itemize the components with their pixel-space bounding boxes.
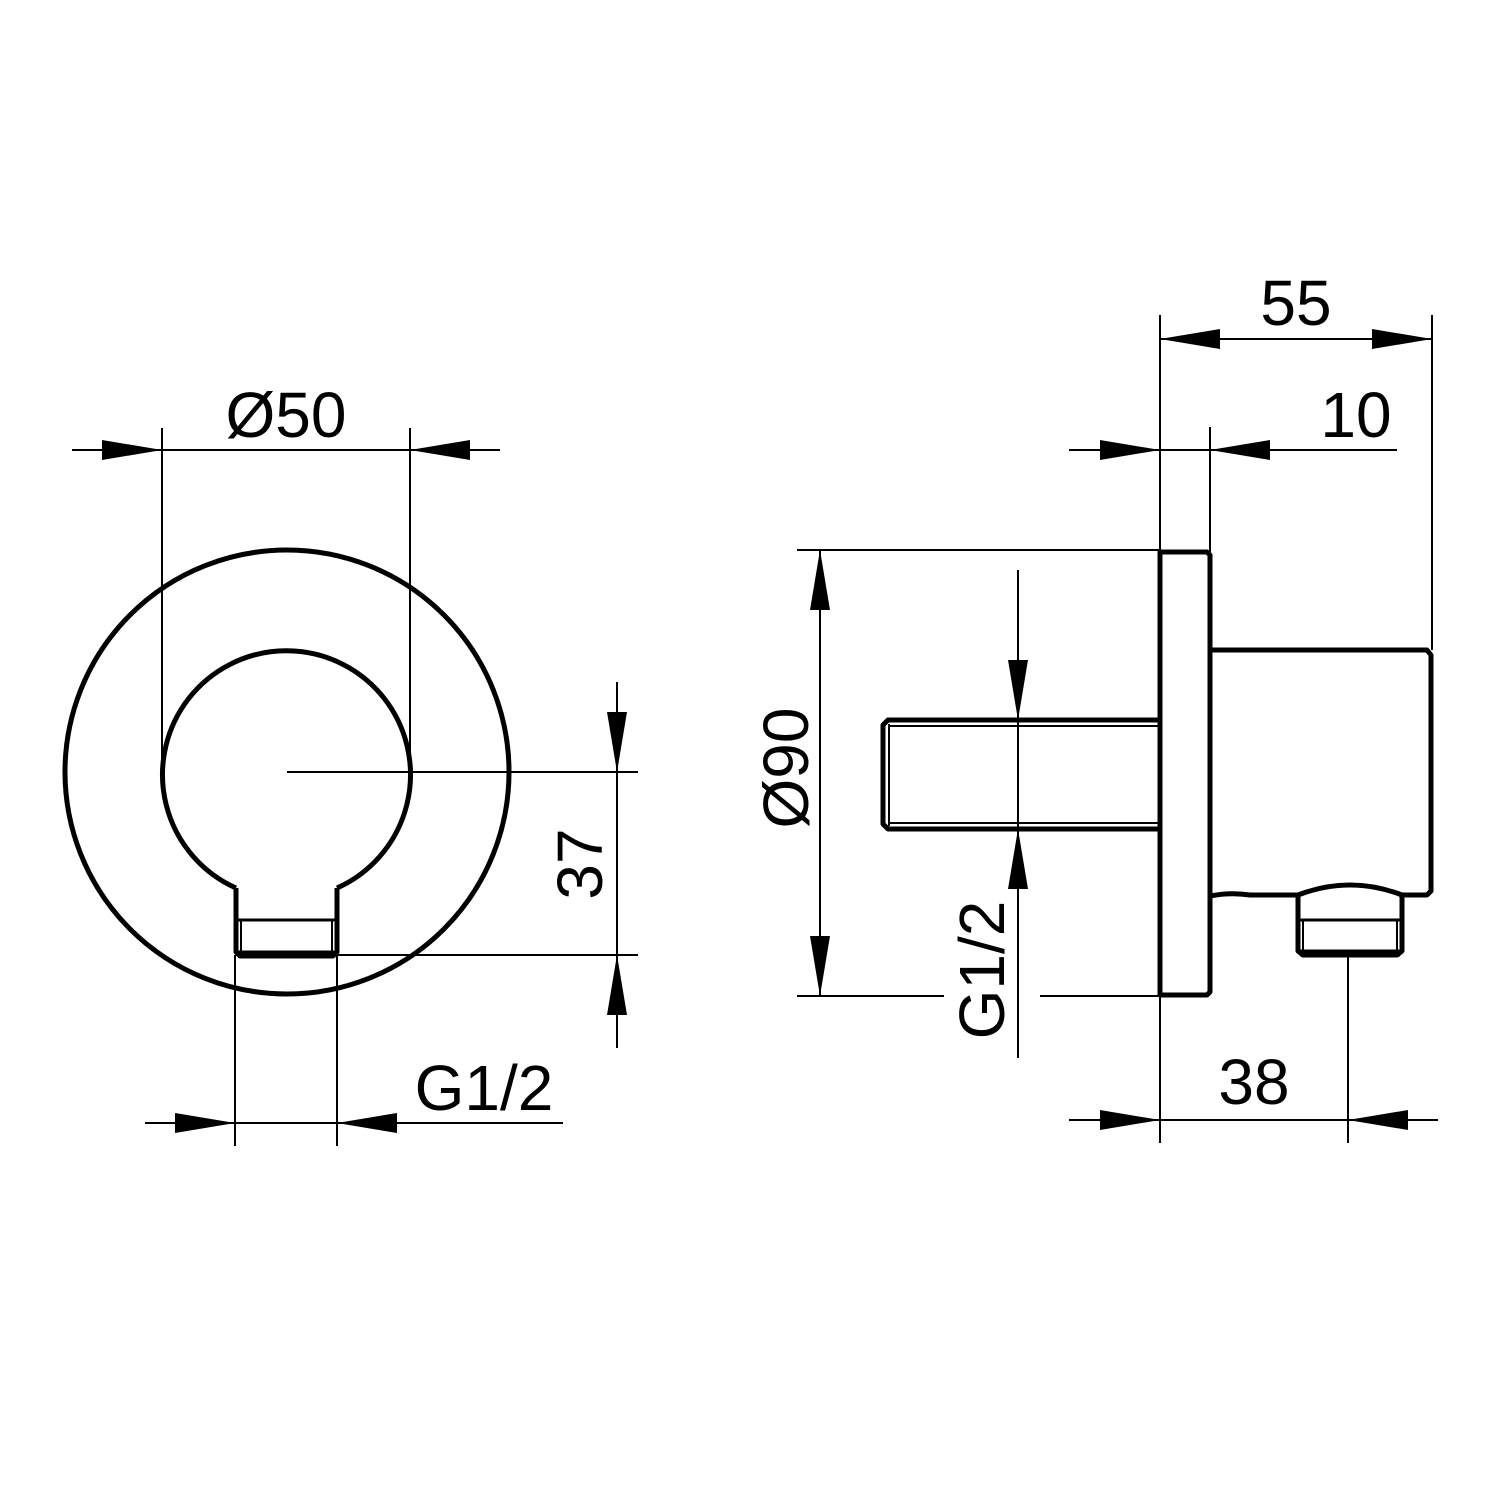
dim-label-outlet-position: 38 — [1218, 1046, 1289, 1118]
dim-outlet-position: 38 — [1069, 955, 1438, 1143]
flange — [1157, 549, 1213, 998]
dim-label-inner-diameter: Ø50 — [226, 379, 347, 451]
dim-flange-diameter: Ø90 — [750, 549, 1160, 997]
dim-label-inlet-thread: G1/2 — [946, 901, 1018, 1040]
dim-inlet-thread: G1/2 — [946, 570, 1028, 1058]
body-block — [1209, 647, 1434, 899]
dim-label-flange-diameter: Ø90 — [750, 708, 822, 829]
side-outlet-nipple — [1295, 895, 1405, 958]
dim-overall-depth: 55 — [1159, 267, 1433, 650]
side-view: 55 10 Ø90 G1/2 — [750, 267, 1438, 1143]
inlet-pipe — [880, 717, 1160, 832]
dim-label-overall-depth: 55 — [1260, 267, 1331, 339]
front-outlet-nipple — [233, 888, 340, 959]
dim-flange-thickness: 10 — [1069, 379, 1397, 552]
dim-label-outlet-offset: 37 — [544, 828, 616, 899]
dim-outlet-thread: G1/2 — [145, 955, 563, 1146]
dim-inner-diameter: Ø50 — [72, 379, 500, 772]
front-view: Ø50 37 G1/2 — [62, 379, 638, 1146]
dim-label-outlet-thread: G1/2 — [415, 1052, 554, 1124]
dim-label-flange-thickness: 10 — [1320, 379, 1391, 451]
inner-body-circle — [160, 648, 413, 891]
dim-outlet-offset: 37 — [337, 682, 638, 1048]
